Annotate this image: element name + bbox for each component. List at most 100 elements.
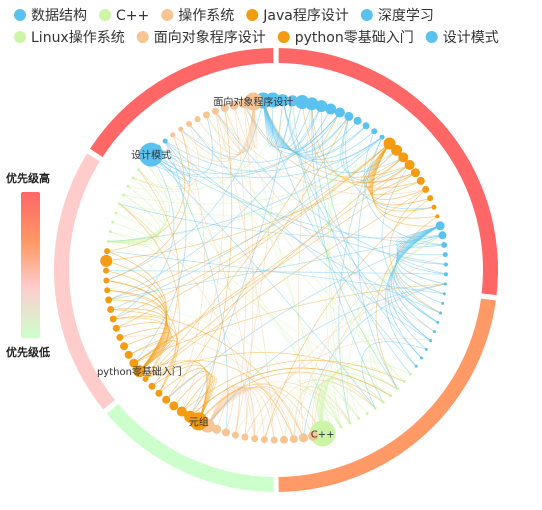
graph-node[interactable] (441, 241, 448, 248)
legend-item[interactable]: Linux操作系统 (14, 30, 125, 46)
graph-node[interactable] (103, 277, 110, 284)
graph-node[interactable] (391, 144, 403, 156)
graph-node[interactable] (137, 168, 141, 172)
graph-node[interactable] (388, 394, 392, 398)
legend-item[interactable]: 操作系统 (161, 8, 234, 24)
legend-item[interactable]: 面向对象程序设计 (136, 30, 266, 46)
graph-node[interactable] (104, 287, 111, 294)
graph-node[interactable] (325, 103, 337, 115)
graph-node[interactable] (121, 193, 125, 197)
graph-node[interactable] (100, 254, 113, 267)
graph-node[interactable] (221, 428, 230, 437)
legend-item[interactable]: python零基础入门 (277, 29, 414, 46)
graph-node[interactable] (442, 252, 448, 258)
graph-node[interactable] (443, 262, 448, 267)
graph-node[interactable] (186, 120, 193, 127)
graph-node[interactable] (129, 358, 139, 368)
graph-node[interactable] (298, 433, 308, 443)
graph-node[interactable] (202, 111, 210, 119)
graph-node[interactable] (178, 126, 184, 132)
priority-ring-segment[interactable] (90, 48, 274, 157)
graph-node[interactable] (441, 301, 445, 305)
graph-node[interactable] (117, 202, 121, 206)
graph-node[interactable] (371, 128, 378, 135)
visual-map[interactable]: 优先级高 优先级低 (6, 171, 50, 359)
graph-node[interactable] (362, 122, 370, 130)
graph-node[interactable] (402, 380, 406, 384)
graph-node[interactable] (169, 401, 179, 411)
graph-node[interactable] (220, 103, 229, 112)
graph-node[interactable] (379, 134, 385, 140)
graph-node[interactable] (443, 272, 448, 277)
graph-node[interactable] (442, 292, 446, 296)
graph-node[interactable] (170, 132, 176, 138)
priority-ring-segment[interactable] (53, 153, 115, 410)
graph-node[interactable] (357, 417, 361, 421)
legend[interactable]: 数据结构 C++ 操作系统 Java程序设计深度学习 Linux操作系统面向对象程序设计… (14, 8, 499, 46)
legend-item[interactable]: C++ (99, 8, 149, 24)
graph-node[interactable] (142, 375, 149, 382)
graph-node[interactable] (344, 111, 354, 121)
graph-node[interactable] (334, 107, 345, 118)
graph-node[interactable] (120, 342, 129, 351)
graph-node[interactable] (438, 231, 447, 240)
graph-node[interactable] (305, 97, 319, 111)
graph-node[interactable] (131, 176, 135, 180)
graph-node[interactable] (432, 330, 436, 334)
graph-node[interactable] (260, 436, 268, 444)
graph-node[interactable] (279, 435, 288, 444)
graph-node[interactable] (414, 364, 418, 368)
graph-node[interactable] (231, 431, 239, 439)
graph-node[interactable] (308, 430, 319, 441)
graph-node[interactable] (111, 220, 115, 224)
graph-node[interactable] (155, 389, 163, 397)
graph-node[interactable] (315, 100, 328, 113)
graph-node[interactable] (435, 221, 445, 231)
visual-map-gradient-bar[interactable] (21, 192, 40, 338)
graph-node[interactable] (443, 282, 447, 286)
graph-node[interactable] (104, 248, 111, 255)
graph-node[interactable] (184, 410, 197, 423)
graph-node[interactable] (276, 94, 289, 107)
graph-node[interactable] (244, 92, 263, 111)
graph-node[interactable] (424, 347, 428, 351)
graph-node[interactable] (194, 116, 201, 123)
graph-node[interactable] (422, 185, 430, 193)
legend-item[interactable]: 深度学习 (360, 8, 434, 24)
graph-node[interactable] (211, 107, 219, 115)
graph-node[interactable] (116, 333, 124, 341)
priority-ring-segment[interactable] (278, 298, 496, 492)
graph-node[interactable] (162, 138, 168, 144)
graph-node[interactable] (408, 372, 412, 376)
graph-node[interactable] (106, 239, 110, 243)
graph-node[interactable] (435, 214, 440, 219)
priority-ring-segment[interactable] (106, 403, 274, 492)
graph-node[interactable] (339, 425, 343, 429)
graph-node[interactable] (431, 204, 437, 210)
graph-node[interactable] (251, 435, 259, 443)
graph-node[interactable] (103, 267, 110, 274)
graph-node[interactable] (309, 420, 336, 447)
graph-node[interactable] (396, 387, 400, 391)
graph-node[interactable] (265, 92, 281, 108)
legend-item[interactable]: Java程序设计 (246, 8, 349, 24)
graph-node[interactable] (126, 184, 130, 188)
priority-ring-segment[interactable] (278, 48, 498, 296)
graph-node[interactable] (410, 168, 420, 178)
legend-item[interactable]: 数据结构 (14, 8, 87, 24)
graph-node[interactable] (404, 159, 415, 170)
graph-node[interactable] (436, 320, 440, 324)
graph-node[interactable] (107, 305, 115, 313)
graph-node[interactable] (154, 144, 161, 151)
graph-node[interactable] (427, 195, 434, 202)
graph-node[interactable] (398, 152, 409, 163)
graph-node[interactable] (241, 433, 249, 441)
legend-item[interactable]: 设计模式 (425, 30, 499, 46)
graph-node[interactable] (419, 356, 423, 360)
graph-node[interactable] (162, 395, 171, 404)
graph-node[interactable] (112, 324, 120, 332)
graph-node[interactable] (381, 400, 385, 404)
graph-node[interactable] (270, 436, 278, 444)
graph-node[interactable] (109, 315, 117, 323)
graph-node[interactable] (114, 211, 118, 215)
